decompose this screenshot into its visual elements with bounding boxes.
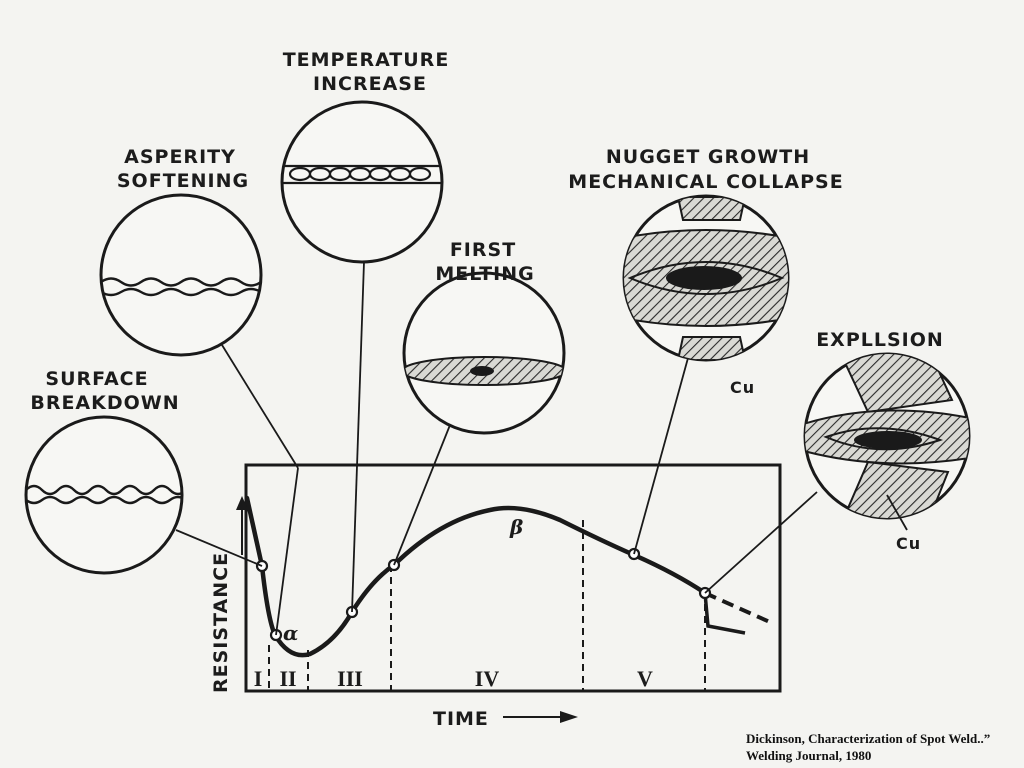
surface-breakdown-circle <box>24 415 184 575</box>
asperity-softening-circle <box>99 193 263 357</box>
first-melting-circle <box>402 271 566 435</box>
svg-text:INCREASE: INCREASE <box>313 73 427 95</box>
leader-lines <box>175 261 818 636</box>
credit-line-2: Welding Journal, 1980 <box>746 748 872 763</box>
svg-text:SOFTENING: SOFTENING <box>117 170 249 192</box>
nugget-growth-label: NUGGET GROWTH MECHANICAL COLLAPSE <box>568 146 843 193</box>
svg-text:FIRST: FIRST <box>450 239 516 261</box>
surface-breakdown-label: SURFACE BREAKDOWN <box>30 368 179 414</box>
resistance-curve <box>244 495 773 658</box>
source-credit: Dickinson, Characterization of Spot Weld… <box>746 730 990 764</box>
x-axis-label: TIME <box>433 708 489 730</box>
svg-text:MECHANICAL COLLAPSE: MECHANICAL COLLAPSE <box>568 171 843 193</box>
graph-frame <box>244 463 782 693</box>
temperature-increase-circle <box>280 100 444 264</box>
svg-text:ASPERITY: ASPERITY <box>124 146 236 168</box>
credit-line-1: Dickinson, Characterization of Spot Weld… <box>746 731 991 746</box>
temperature-increase-label: TEMPERATURE INCREASE <box>283 49 450 95</box>
svg-text:SURFACE: SURFACE <box>45 368 148 390</box>
first-melting-label: FIRST MELTING <box>435 239 534 285</box>
cu-label-expulsion: Cu <box>896 534 921 553</box>
svg-text:MELTING: MELTING <box>435 263 534 285</box>
alpha-label: α <box>283 621 298 645</box>
svg-text:BREAKDOWN: BREAKDOWN <box>30 392 179 414</box>
stage-label-1: I <box>254 666 263 691</box>
asperity-softening-label: ASPERITY SOFTENING <box>117 146 249 192</box>
y-axis-label: RESISTANCE <box>210 552 232 693</box>
x-axis: TIME <box>433 708 578 730</box>
y-axis: RESISTANCE <box>210 496 248 693</box>
stage-label-2: II <box>279 666 296 691</box>
stage-labels: I II III IV V <box>254 666 653 691</box>
stage-label-3: III <box>337 666 363 691</box>
stage-label-4: IV <box>475 666 500 691</box>
expulsion-circle <box>803 352 971 531</box>
svg-text:NUGGET GROWTH: NUGGET GROWTH <box>606 146 810 168</box>
nugget-growth-circle <box>622 194 790 362</box>
beta-label: β <box>509 515 523 539</box>
svg-text:TEMPERATURE: TEMPERATURE <box>283 49 450 71</box>
cu-label-nugget: Cu <box>730 378 755 397</box>
expulsion-label: EXPLLSION <box>816 329 944 351</box>
curve-markers <box>255 547 712 642</box>
stage-label-5: V <box>637 666 653 691</box>
